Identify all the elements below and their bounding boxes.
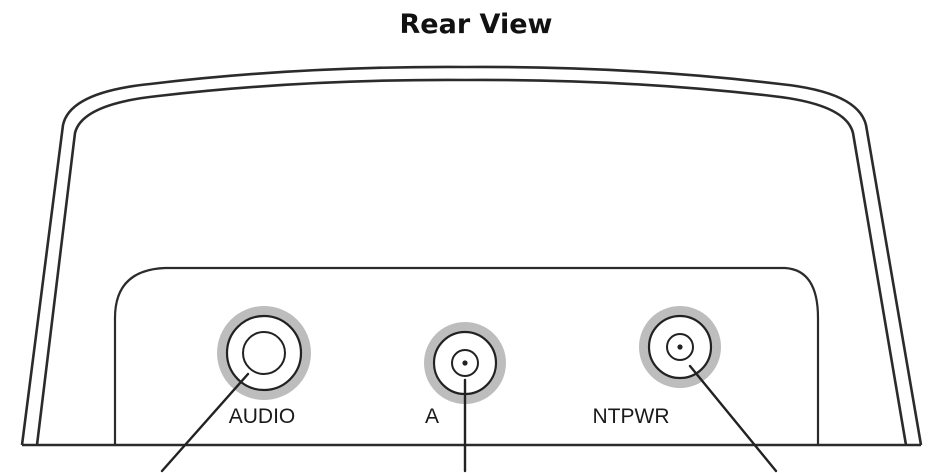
- ntpwr-port-leader-line: [688, 364, 778, 473]
- audio-port: [217, 306, 311, 400]
- connector-panel: [113, 266, 820, 445]
- ntpwr-port: [639, 306, 721, 388]
- a-port-center-pin: [462, 360, 468, 366]
- diagram-title: Rear View: [400, 9, 553, 40]
- audio-port-socket: [242, 331, 286, 375]
- audio-port-leader-line: [160, 372, 250, 473]
- housing-inner-edge: [35, 78, 908, 446]
- a-port-label: A: [425, 405, 439, 428]
- a-port: [424, 322, 506, 404]
- device-housing: [20, 65, 923, 447]
- housing-outer-edge: [20, 65, 923, 446]
- ntpwr-port-label: NTPWR: [593, 405, 670, 428]
- audio-port-label: AUDIO: [229, 405, 296, 428]
- ntpwr-port-center-pin: [677, 344, 683, 350]
